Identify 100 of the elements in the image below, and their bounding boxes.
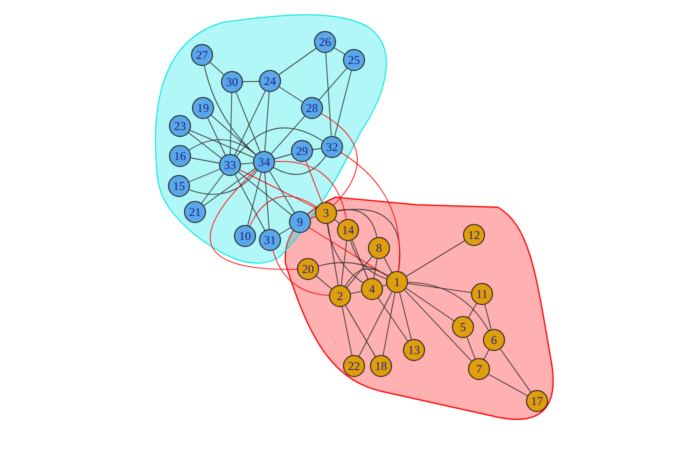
network-edge — [204, 168, 256, 206]
network-edge — [190, 158, 220, 164]
node-number: 3 — [323, 207, 329, 219]
node-number: 29 — [296, 145, 308, 157]
network-edge — [318, 68, 348, 100]
network-node — [329, 285, 351, 307]
network-edge — [274, 154, 292, 160]
network-edge — [340, 240, 348, 286]
network-node — [403, 339, 425, 361]
network-node — [253, 151, 275, 173]
network-edge — [207, 118, 226, 156]
network-edge — [188, 132, 222, 159]
network-edge — [350, 240, 387, 280]
network-edge — [247, 172, 262, 226]
network-edge — [334, 47, 346, 55]
network-edge — [340, 152, 400, 272]
node-number: 30 — [226, 76, 238, 88]
network-edge — [278, 48, 316, 76]
network-edge — [399, 292, 412, 340]
network-node — [184, 201, 206, 223]
network-edge — [342, 306, 352, 356]
node-number: 8 — [376, 242, 382, 254]
node-number: 5 — [460, 321, 466, 333]
network-edge — [334, 219, 340, 224]
network-edge — [273, 156, 326, 175]
node-number: 14 — [342, 224, 354, 236]
network-node — [168, 175, 190, 197]
network-node — [337, 219, 359, 241]
network-node — [234, 225, 256, 247]
network-node — [343, 49, 365, 71]
network-edge — [274, 161, 347, 220]
node-number: 17 — [531, 395, 543, 407]
network-edge — [269, 171, 295, 213]
node-number: 28 — [306, 102, 318, 114]
network-node — [343, 355, 365, 377]
network-edge — [406, 240, 465, 277]
network-node — [361, 278, 383, 300]
network-node — [468, 358, 490, 380]
network-edge — [336, 209, 378, 238]
network-edge — [236, 92, 260, 152]
network-edge — [352, 240, 368, 280]
network-edge — [408, 283, 472, 293]
node-number: 22 — [348, 360, 360, 372]
network-edge — [384, 257, 392, 273]
network-edge — [327, 223, 339, 286]
network-edge — [239, 170, 317, 208]
network-edge — [466, 336, 476, 360]
network-edge — [230, 92, 232, 154]
node-number: 15 — [173, 180, 185, 192]
node-number: 34 — [258, 156, 270, 168]
network-node — [192, 97, 214, 119]
network-edge — [406, 288, 454, 322]
network-edge — [358, 291, 392, 357]
network-node — [221, 71, 243, 93]
node-number: 10 — [239, 230, 251, 242]
network-edge — [204, 65, 256, 156]
network-edge — [264, 172, 270, 230]
network-edge — [270, 116, 306, 154]
network-edge — [408, 282, 489, 331]
network-node — [297, 258, 319, 280]
node-number: 7 — [476, 363, 482, 375]
network-edge — [210, 169, 298, 270]
network-node — [386, 271, 408, 293]
network-edge — [404, 290, 472, 362]
node-number: 23 — [174, 120, 186, 132]
node-number: 32 — [326, 141, 338, 153]
network-edge — [336, 208, 400, 272]
network-edge — [488, 374, 528, 396]
node-number: 16 — [174, 150, 186, 162]
network-edge — [321, 113, 358, 206]
network-node — [315, 202, 337, 224]
node-number: 33 — [224, 159, 236, 171]
node-number: 4 — [369, 283, 375, 295]
network-edge — [344, 268, 388, 287]
network-node — [259, 229, 281, 251]
network-edge — [334, 70, 352, 137]
network-edge — [345, 305, 376, 357]
network-edge — [382, 292, 396, 356]
network-edge — [234, 90, 266, 156]
network-node — [370, 355, 392, 377]
node-number: 27 — [196, 49, 208, 61]
node-number: 19 — [197, 102, 209, 114]
network-node — [291, 140, 313, 162]
network-edge — [350, 290, 362, 294]
node-number: 21 — [189, 206, 201, 218]
network-node — [219, 154, 241, 176]
network-node — [314, 31, 336, 53]
node-number: 1 — [394, 276, 400, 288]
network-node — [368, 237, 390, 259]
network-edge — [210, 114, 256, 156]
network-edge — [272, 250, 330, 296]
node-number: 2 — [337, 290, 343, 302]
network-node — [289, 211, 311, 233]
network-edge — [240, 162, 254, 164]
network-edge — [326, 224, 364, 284]
network-node — [321, 136, 343, 158]
network-edge — [484, 304, 492, 330]
network-edge — [188, 170, 258, 195]
network-node — [483, 329, 505, 351]
node-number: 18 — [375, 360, 387, 372]
